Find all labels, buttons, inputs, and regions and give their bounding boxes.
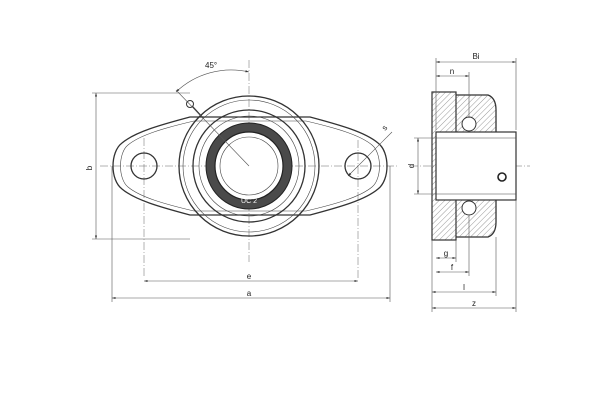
ball-bottom-icon [461, 200, 477, 216]
left-bolt-hole [130, 152, 158, 180]
flange-inner-outline [120, 120, 380, 212]
dim-s-leader [347, 131, 393, 177]
housing-outer-ring [178, 95, 320, 237]
housing-ring-2 [182, 99, 316, 233]
dim-d-label: d [407, 164, 416, 168]
side-view: Bi n d g f l z [407, 52, 530, 312]
dim-s-label: s [380, 123, 389, 132]
angle-45-label: 45° [205, 61, 217, 70]
angle-45-leader [175, 89, 250, 167]
dim-b-label: b [85, 165, 94, 170]
dim-e-label: e [247, 272, 252, 281]
set-screw-icon [497, 172, 507, 182]
dim-g-label: g [444, 249, 448, 258]
bore-marking: UC 2 [241, 198, 257, 205]
side-inner-ring [435, 131, 517, 201]
housing-ring-3 [192, 109, 306, 223]
dim-z-label: z [472, 299, 476, 308]
right-bolt-hole [344, 152, 372, 180]
ball-top-icon [461, 116, 477, 132]
dim-a-label: a [247, 289, 252, 298]
angle-45-arc [175, 69, 250, 93]
dim-n-label: n [450, 67, 454, 76]
dim-f-label: f [451, 263, 454, 272]
flange-outline [112, 116, 388, 216]
dim-l-label: l [463, 283, 465, 292]
housing-ring-4 [198, 115, 300, 217]
front-view: UC 2 45° b e a s [85, 60, 398, 302]
bore-inner-ring [219, 136, 279, 196]
dim-bi-label: Bi [472, 52, 479, 61]
